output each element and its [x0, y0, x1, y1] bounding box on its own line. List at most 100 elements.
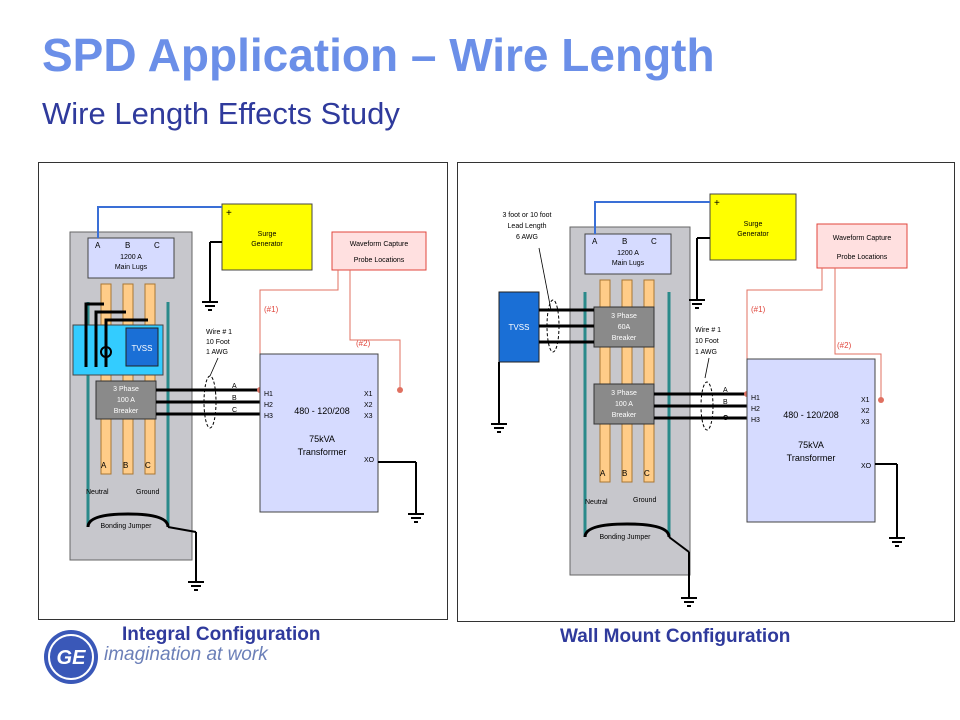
probe-2-lead — [834, 268, 882, 398]
surge-line1: Surge — [744, 221, 763, 228]
right-caption: Wall Mount Configuration — [560, 626, 791, 647]
lead-line2: Lead Length — [508, 223, 547, 230]
bottom-phase-c: C — [145, 461, 151, 470]
probe-1-lead — [259, 270, 339, 388]
probe-2-point — [878, 397, 884, 403]
transformer-h1: H1 — [264, 391, 273, 398]
neutral-label: Neutral — [585, 499, 608, 506]
logo-tagline: imagination at work — [104, 644, 268, 665]
bonding-label: Bonding Jumper — [101, 523, 153, 530]
busbar-c — [643, 279, 655, 483]
bottom-phase-a: A — [600, 469, 606, 478]
wire-label-line2: 10 Foot — [695, 338, 719, 345]
busbar-c — [144, 283, 156, 475]
main-lugs-phase-c: C — [154, 241, 160, 250]
busbar-a — [100, 283, 112, 475]
wire-abc-b: B — [232, 395, 237, 402]
transformer-x2: X2 — [861, 408, 870, 415]
main-lugs-phase-a: A — [592, 237, 598, 246]
transformer-x3: X3 — [861, 419, 870, 426]
probe-1-label: (#1) — [751, 305, 766, 314]
wire-abc-c: C — [723, 415, 728, 422]
tvss-box — [125, 327, 159, 367]
transformer-ratio: 480 - 120/208 — [294, 406, 350, 416]
surge-feed-wire — [594, 201, 710, 234]
probe-2-label: (#2) — [356, 339, 371, 348]
main-lugs-phase-a: A — [95, 241, 101, 250]
wire-label-line1: Wire # 1 — [206, 329, 232, 336]
transformer-x1: X1 — [364, 391, 373, 398]
transformer-box — [259, 353, 379, 513]
page-title: SPD Application – Wire Length — [42, 29, 715, 81]
bonding-jumper — [583, 522, 671, 538]
breaker-line1: 3 Phase — [113, 386, 139, 393]
breaker100-line1: 3 Phase — [611, 390, 637, 397]
bottom-phase-b: B — [123, 461, 128, 470]
surge-line2: Generator — [251, 241, 283, 248]
tvss-label: TVSS — [132, 344, 153, 353]
main-lugs-label: Main Lugs — [612, 260, 645, 267]
probe-line1: Waveform Capture — [833, 235, 892, 242]
surge-line1: Surge — [258, 231, 277, 238]
transformer-h3: H3 — [751, 417, 760, 424]
main-lugs-box — [584, 233, 672, 275]
bottom-phase-c: C — [644, 469, 650, 478]
surge-generator — [709, 193, 797, 261]
probe-locations-box — [816, 223, 908, 269]
lead-line3: 6 AWG — [516, 234, 538, 241]
breaker60-line2: 60A — [618, 324, 631, 331]
main-lugs-phase-b: B — [622, 237, 627, 246]
ground-label: Ground — [633, 497, 656, 504]
wire-label-line2: 10 Foot — [206, 339, 230, 346]
probe-1-label: (#1) — [264, 305, 279, 314]
transformer-kva: 75kVA — [309, 434, 335, 444]
logo-monogram: GE — [57, 647, 87, 669]
surge-plus: + — [714, 198, 720, 209]
wire-label-line1: Wire # 1 — [695, 327, 721, 334]
left-caption: Integral Configuration — [122, 624, 321, 645]
probe-2-lead — [349, 270, 401, 388]
breaker-line2: 100 A — [117, 397, 135, 404]
surge-generator — [221, 203, 313, 271]
ge-logo-icon: GE — [44, 630, 98, 684]
breaker-line3: Breaker — [114, 408, 139, 415]
ground-label: Ground — [136, 489, 159, 496]
transformer-h1: H1 — [751, 395, 760, 402]
tvss-leads — [84, 302, 148, 367]
transformer-ratio: 480 - 120/208 — [783, 410, 839, 420]
wire-bundle-marker — [700, 381, 714, 431]
breaker60-line1: 3 Phase — [611, 313, 637, 320]
wire-abc-c: C — [232, 407, 237, 414]
probe-2-point — [397, 387, 403, 393]
probe-line1: Waveform Capture — [350, 241, 409, 248]
surge-feed-wire — [97, 206, 222, 238]
probe-locations-box — [331, 231, 427, 271]
busbar-a — [599, 279, 611, 483]
tvss-label: TVSS — [509, 323, 530, 332]
main-lugs-label: Main Lugs — [115, 264, 148, 271]
transformer-h2: H2 — [751, 406, 760, 413]
probe-1-lead — [746, 268, 823, 392]
busbar-b — [621, 279, 633, 483]
main-lugs-box — [87, 237, 175, 279]
busbar-b — [122, 283, 134, 475]
page-subtitle: Wire Length Effects Study — [42, 96, 400, 131]
bonding-label: Bonding Jumper — [600, 534, 652, 541]
integral-configuration-diagram: A B C 1200 A Main Lugs TVSS 3 Phase 100 … — [38, 162, 448, 620]
transformer-box — [746, 358, 876, 523]
breaker100-line3: Breaker — [612, 412, 637, 419]
bonding-jumper — [86, 512, 170, 528]
transformer-x3: X3 — [364, 413, 373, 420]
bottom-phase-b: B — [622, 469, 627, 478]
tvss-box — [498, 291, 540, 363]
neutral-label: Neutral — [86, 489, 109, 496]
bottom-phase-a: A — [101, 461, 107, 470]
surge-plus: + — [226, 208, 232, 219]
main-lugs-rating: 1200 A — [120, 254, 142, 261]
main-lugs-phase-b: B — [125, 241, 130, 250]
breaker-60a — [593, 306, 655, 348]
breaker-100a — [95, 380, 157, 420]
probe-2-label: (#2) — [837, 341, 852, 350]
transformer-x2: X2 — [364, 402, 373, 409]
lead-line1: 3 foot or 10 foot — [502, 212, 551, 219]
